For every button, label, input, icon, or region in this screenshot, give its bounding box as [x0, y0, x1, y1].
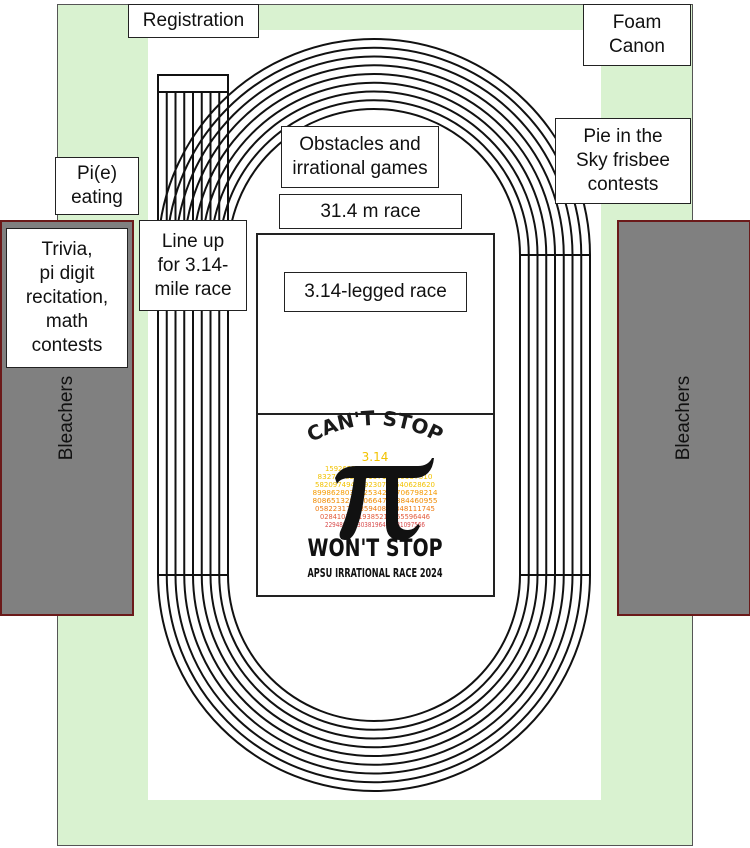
obstacles-label: Obstacles and irrational games: [281, 126, 439, 188]
race-31-4m-label: 31.4 m race: [279, 194, 462, 229]
pie-eating-label: Pi(e) eating: [55, 157, 139, 215]
foam-canon-label: Foam Canon: [583, 4, 691, 66]
bleachers-right-label: Bleachers: [673, 375, 694, 461]
registration-label: Registration: [128, 4, 259, 38]
start-block: [157, 74, 229, 93]
bleachers-right: Bleachers: [617, 220, 750, 616]
infield-divider: [256, 413, 495, 415]
line-up-label: Line up for 3.14- mile race: [139, 220, 247, 311]
pie-in-the-sky-label: Pie in the Sky frisbee contests: [555, 118, 691, 204]
legged-race-label: 3.14-legged race: [284, 272, 467, 312]
bleachers-left-label: Bleachers: [56, 375, 77, 461]
trivia-label: Trivia, pi digit recitation, math contes…: [6, 228, 128, 368]
